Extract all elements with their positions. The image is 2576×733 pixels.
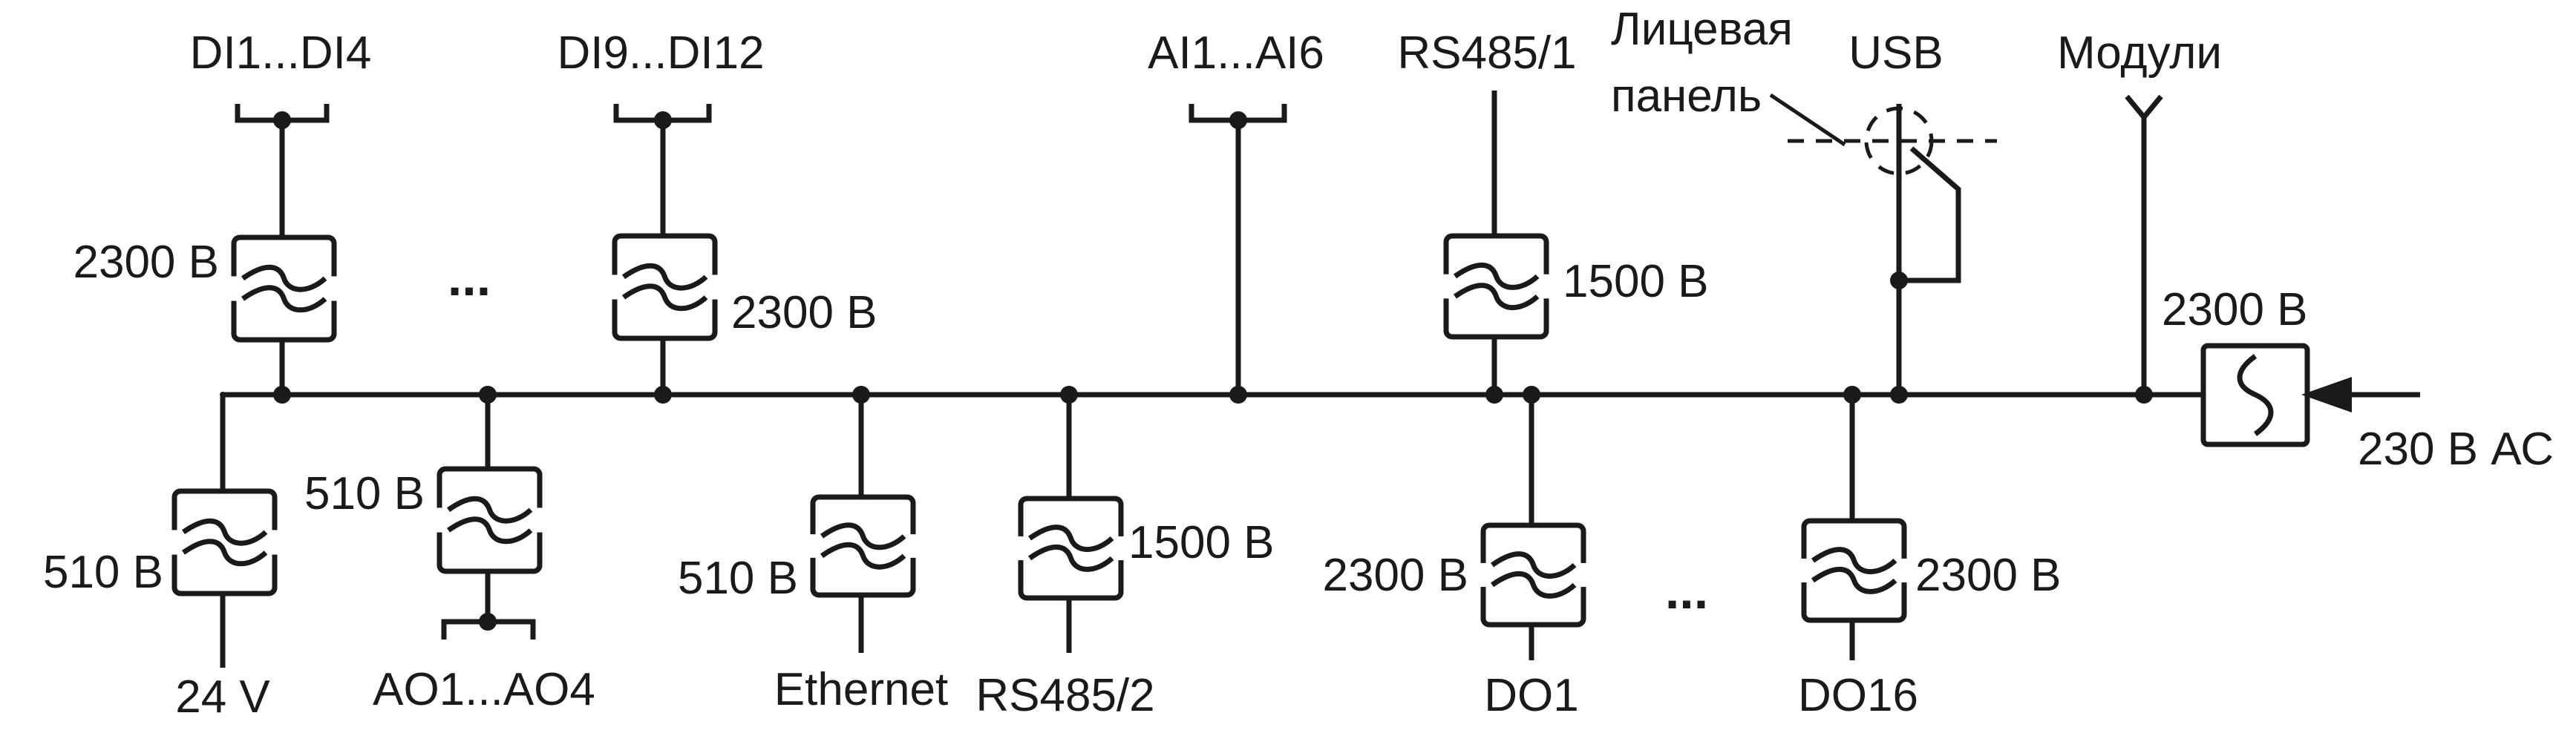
voltage-24v: 510 В bbox=[43, 547, 163, 598]
voltage-ao: 510 В bbox=[304, 468, 425, 519]
label-do1: DO1 bbox=[1484, 670, 1578, 721]
wave-line-upper bbox=[241, 264, 327, 292]
wave-line-lower bbox=[181, 539, 268, 567]
node-dot bbox=[1485, 386, 1503, 404]
node-dot bbox=[1843, 386, 1861, 404]
node-dot bbox=[654, 111, 672, 129]
label-24v: 24 V bbox=[175, 671, 270, 723]
voltage-rs485-1: 1500 В bbox=[1563, 256, 1709, 307]
node-dot bbox=[1229, 111, 1247, 129]
wave-line-upper bbox=[1811, 547, 1897, 574]
node-dot bbox=[1890, 272, 1908, 289]
wave-line-upper bbox=[1490, 551, 1577, 579]
wave-line-lower bbox=[1027, 545, 1114, 572]
wave-line-lower bbox=[1453, 283, 1540, 310]
branch-rs485-2: RS485/2 1500 В bbox=[975, 386, 1275, 721]
label-ethernet: Ethernet bbox=[774, 664, 948, 715]
node-dot bbox=[479, 613, 497, 631]
ellipsis-top: ... bbox=[448, 249, 491, 306]
label-front-panel-line1: Лицевая bbox=[1611, 4, 1793, 55]
wave-line-upper bbox=[621, 263, 708, 291]
wave-line-lower bbox=[1490, 571, 1577, 599]
node-dot bbox=[273, 111, 291, 129]
label-ac-input: 230 В АС bbox=[2358, 424, 2554, 475]
branch-di9-di12: DI9...DI12 2300 В bbox=[557, 27, 877, 404]
branch-do1: DO1 2300 В bbox=[1322, 386, 1588, 721]
branch-do16: DO16 2300 В bbox=[1798, 386, 2062, 721]
node-dot bbox=[1523, 386, 1540, 404]
wave-line-upper bbox=[1027, 525, 1114, 552]
wave-line-upper bbox=[1453, 263, 1540, 290]
node-dot bbox=[1060, 386, 1078, 404]
label-rs485-2: RS485/2 bbox=[975, 670, 1154, 721]
node-dot bbox=[479, 386, 497, 404]
label-di1-di4: DI1...DI4 bbox=[190, 27, 372, 79]
voltage-rs485-2: 1500 В bbox=[1128, 517, 1275, 568]
branch-ethernet: Ethernet 510 В bbox=[678, 386, 948, 715]
wave-line-lower bbox=[820, 542, 906, 570]
label-do16: DO16 bbox=[1798, 670, 1918, 721]
label-ai1-ai6: AI1...AI6 bbox=[1148, 27, 1324, 79]
branch-di1-di4: DI1...DI4 2300 В bbox=[73, 27, 371, 404]
label-modules: Модули bbox=[2057, 27, 2222, 79]
voltage-do1: 2300 В bbox=[1322, 550, 1468, 601]
branch-ao1-ao4: AO1...AO4 510 В bbox=[304, 386, 595, 715]
voltage-do16: 2300 В bbox=[1915, 550, 2062, 601]
label-usb: USB bbox=[1848, 27, 1943, 79]
node-dot bbox=[1229, 386, 1247, 404]
branch-modules: Модули bbox=[2057, 27, 2222, 404]
ac-input-arrow bbox=[2301, 377, 2352, 412]
node-dot bbox=[273, 386, 291, 404]
label-rs485-1: RS485/1 bbox=[1397, 27, 1576, 79]
wave-line-lower bbox=[241, 285, 327, 313]
node-dot bbox=[220, 392, 226, 398]
ac-input: 2300 В 230 В АС bbox=[2162, 284, 2554, 475]
node-dot bbox=[1890, 386, 1908, 404]
node-dot bbox=[852, 386, 870, 404]
wave-line-upper bbox=[820, 522, 906, 550]
wave-line-lower bbox=[446, 516, 533, 545]
label-di9-di12: DI9...DI12 bbox=[557, 27, 764, 79]
branch-ai1-ai6: AI1...AI6 bbox=[1148, 27, 1324, 404]
front-panel-pointer bbox=[1769, 93, 1846, 147]
branch-24v: 24 V 510 В bbox=[43, 395, 279, 723]
ellipsis-bottom: ... bbox=[1665, 562, 1708, 619]
voltage-di9: 2300 В bbox=[731, 287, 877, 338]
wave-line-upper bbox=[446, 496, 533, 524]
voltage-di1: 2300 В bbox=[73, 237, 219, 288]
node-dot bbox=[2135, 386, 2153, 404]
wave-line-lower bbox=[621, 283, 708, 312]
label-front-panel-line2: панель bbox=[1611, 70, 1762, 122]
branch-rs485-1: RS485/1 1500 В bbox=[1397, 27, 1709, 404]
branch-usb: Лицевая панель USB bbox=[1611, 4, 1997, 404]
node-dot bbox=[654, 386, 672, 404]
label-ao1-ao4: AO1...AO4 bbox=[373, 664, 595, 715]
wave-line-upper bbox=[181, 518, 268, 546]
wave-line-lower bbox=[1811, 567, 1897, 594]
voltage-ac: 2300 В bbox=[2162, 284, 2308, 335]
voltage-ethernet: 510 В bbox=[678, 553, 798, 604]
